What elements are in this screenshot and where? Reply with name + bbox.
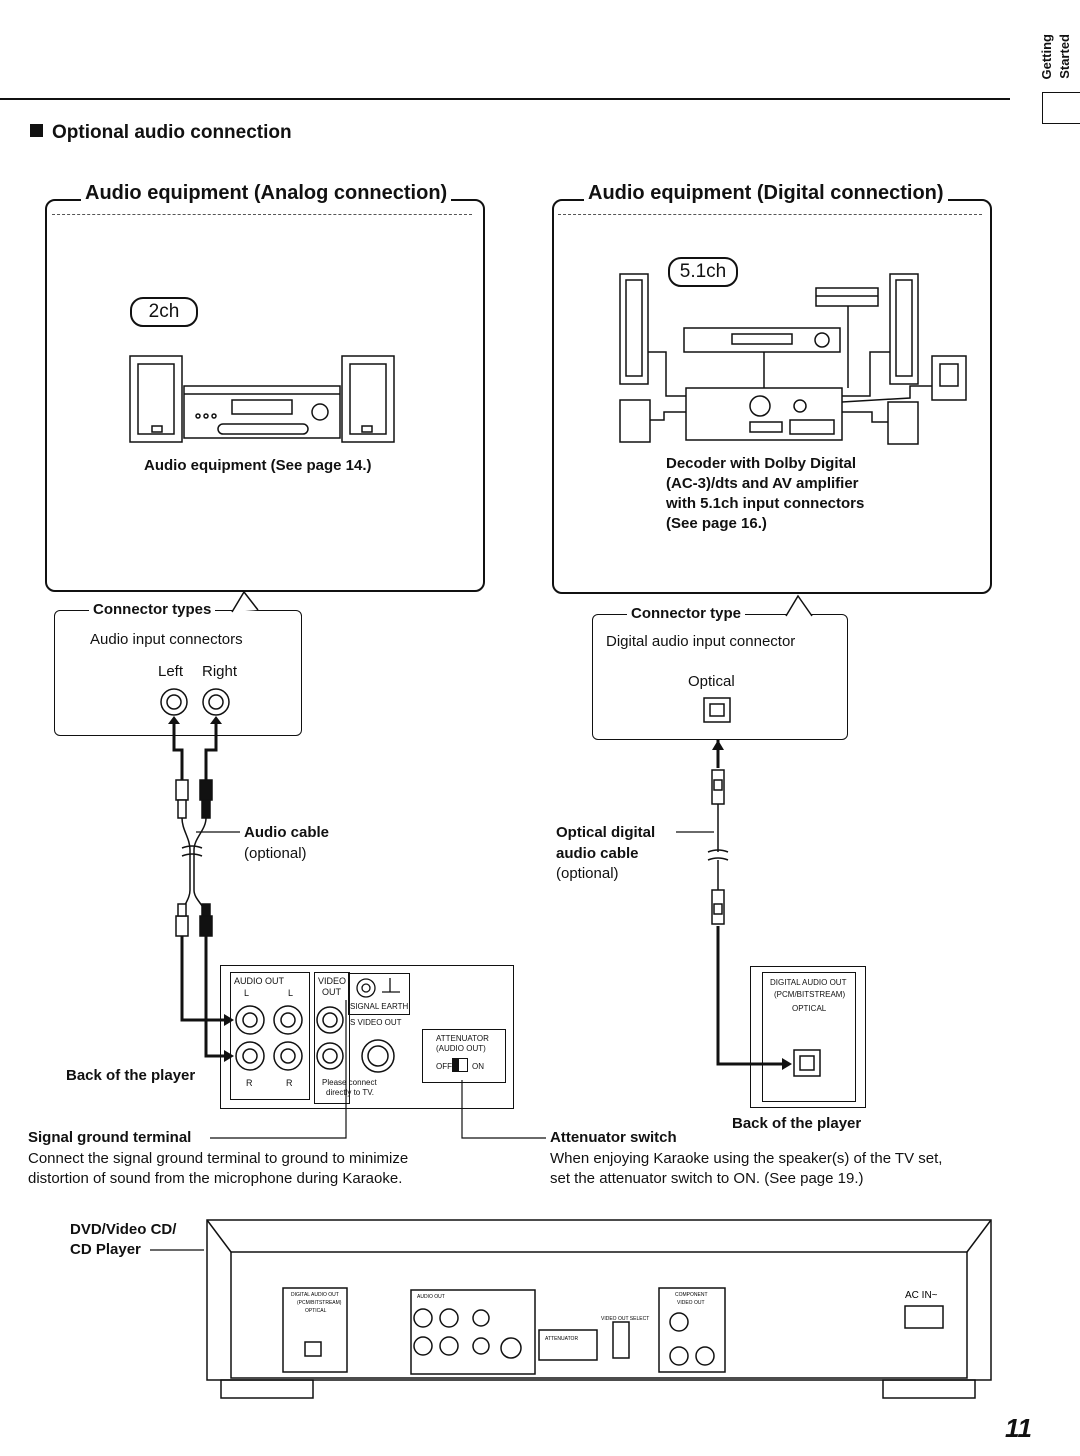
back-of-player-digital: Back of the player <box>732 1115 862 1132</box>
signal-ground-text-2: distortion of sound from the microphone … <box>28 1170 403 1187</box>
digital-caption-2: (AC-3)/dts and AV amplifier <box>666 475 859 492</box>
left-label: Left <box>158 663 184 680</box>
directly-label: directly to TV. <box>326 1088 375 1097</box>
digital-audio-out-label: DIGITAL AUDIO OUT <box>770 978 847 987</box>
section-title: Optional audio connection <box>30 122 292 144</box>
analog-connector-desc: Audio input connectors <box>90 631 243 648</box>
attenuator-label: ATTENUATOR <box>436 1034 489 1043</box>
analog-panel-title: Audio equipment (Analog connection) <box>81 182 452 205</box>
attenuator-off-label: OFF <box>436 1062 452 1071</box>
bottom-optical-text: OPTICAL <box>305 1308 327 1314</box>
optical-output-jack <box>716 1040 821 1077</box>
audio-out-l1: L <box>244 988 250 998</box>
player-label-line1: DVD/Video CD/ <box>70 1221 177 1238</box>
badge-2ch: 2ch <box>130 297 198 327</box>
rca-input-jacks <box>160 688 230 724</box>
analog-connector-notch <box>231 590 259 613</box>
signal-ground-title: Signal ground terminal <box>28 1129 192 1146</box>
audio-cable-analog <box>172 722 240 1062</box>
video-out-block <box>314 972 350 1104</box>
optical-input-jack <box>703 594 813 723</box>
bottom-attenuator-text: ATTENUATOR <box>545 1336 578 1342</box>
audio-cable-label: Audio cable <box>244 824 330 841</box>
attenuator-switch-text-2: set the attenuator switch to ON. (See pa… <box>550 1170 864 1187</box>
digital-connector-heading: Connector type <box>627 604 746 624</box>
analog-caption: Audio equipment (See page 14.) <box>144 457 372 474</box>
signal-earth-block <box>348 973 410 1015</box>
attenuator-audio-out-label: (AUDIO OUT) <box>436 1044 486 1053</box>
audio-out-l2: L <box>288 988 294 998</box>
audio-out-block <box>230 972 310 1100</box>
bottom-pcm-text: (PCM/BITSTREAM) <box>297 1300 342 1306</box>
attenuator-switch-text-1: When enjoying Karaoke using the speaker(… <box>550 1150 943 1167</box>
audio-out-r1: R <box>246 1078 253 1088</box>
player-rear-illustration: DIGITAL AUDIO OUT (PCM/BITSTREAM) OPTICA… <box>206 1219 992 1399</box>
optical-cable-line2: audio cable <box>556 845 639 862</box>
audio-out-label: AUDIO OUT <box>234 976 285 986</box>
back-of-player-analog: Back of the player <box>66 1067 196 1084</box>
page-number: 11 <box>1005 1413 1032 1443</box>
player-back-panel-digital <box>750 966 866 1108</box>
audio-cable-optional: (optional) <box>244 845 307 862</box>
attenuator-on-label: ON <box>472 1062 484 1071</box>
analog-title-divider <box>52 214 472 215</box>
optical-cable <box>707 740 729 1064</box>
signal-earth-label: SIGNAL EARTH <box>350 1002 409 1011</box>
digital-audio-out-block <box>762 972 856 1102</box>
bottom-digital-audio-out-text: DIGITAL AUDIO OUT <box>291 1292 339 1298</box>
optical-label: Optical <box>688 673 735 690</box>
surround-system-illustration <box>619 273 967 445</box>
ground-terminal-icon <box>356 978 400 998</box>
optical-panel-label: OPTICAL <box>792 1004 827 1013</box>
bottom-video-out-select-text: VIDEO OUT SELECT <box>601 1316 649 1322</box>
bottom-ac-in-text: AC IN~ <box>905 1290 938 1301</box>
audio-out-r2: R <box>286 1078 293 1088</box>
digital-panel-title: Audio equipment (Digital connection) <box>584 182 948 205</box>
badge-5-1ch: 5.1ch <box>668 257 738 287</box>
right-label: Right <box>202 663 238 680</box>
digital-caption-3: with 5.1ch input connectors <box>666 495 865 512</box>
player-label-line2: CD Player <box>70 1241 141 1258</box>
player-jacks-analog <box>235 1005 395 1073</box>
header-rule <box>0 98 1010 100</box>
player-back-panel-analog <box>220 965 514 1109</box>
please-connect-label: Please connect <box>322 1078 377 1087</box>
bottom-video-out-text: VIDEO OUT <box>677 1300 705 1306</box>
attenuator-block <box>422 1029 506 1083</box>
optical-cable-line1: Optical digital <box>556 824 656 841</box>
signal-ground-text-1: Connect the signal ground terminal to gr… <box>28 1150 409 1167</box>
stereo-system-illustration <box>129 355 395 443</box>
pcm-bitstream-label: (PCM/BITSTREAM) <box>774 990 846 999</box>
analog-connector-heading: Connector types <box>89 600 216 620</box>
s-video-out-label: S VIDEO OUT <box>350 1018 402 1027</box>
digital-title-divider <box>558 214 982 215</box>
bottom-audio-out-text: AUDIO OUT <box>417 1294 445 1300</box>
video-out-label: OUT <box>322 987 341 997</box>
bullet-square-icon <box>30 124 43 137</box>
bottom-component-text: COMPONENT <box>675 1292 708 1298</box>
digital-connector-desc: Digital audio input connector <box>606 633 796 650</box>
optical-cable-optional: (optional) <box>556 865 619 882</box>
attenuator-switch-title: Attenuator switch <box>550 1129 677 1146</box>
video-label: VIDEO <box>318 976 347 986</box>
side-tab-marker <box>1042 92 1080 124</box>
attenuator-switch[interactable] <box>452 1058 468 1072</box>
digital-caption-1: Decoder with Dolby Digital <box>666 455 857 472</box>
digital-caption-4: (See page 16.) <box>666 515 767 532</box>
